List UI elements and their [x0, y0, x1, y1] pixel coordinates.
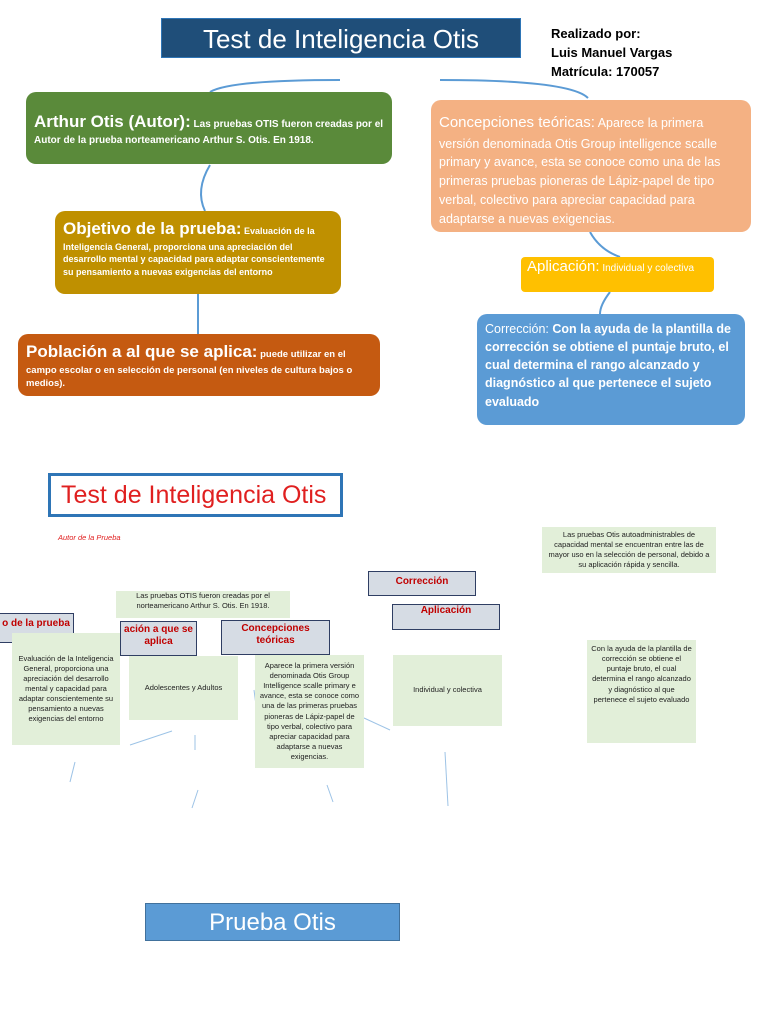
correccion-header: Corrección	[368, 571, 476, 596]
title-box: Test de Inteligencia Otis	[161, 18, 521, 58]
objetivo-head: Objetivo de la prueba:	[63, 219, 242, 238]
aplicacion-text-box: Individual y colectiva	[393, 655, 502, 726]
objetivo-box: Objetivo de la prueba: Evaluación de la …	[55, 211, 341, 294]
concepciones-text-box: Aparece la primera versión denominada Ot…	[255, 655, 364, 768]
objetivo-body: Evaluación de la Inteligencia General, p…	[63, 226, 325, 277]
autor-box: Arthur Otis (Autor): Las pruebas OTIS fu…	[26, 92, 392, 164]
concepciones-body: Aparece la primera versión denominada Ot…	[439, 116, 721, 226]
concepciones-box: Concepciones teóricas: Aparece la primer…	[431, 100, 751, 232]
aplicacion-body: Individual y colectiva	[599, 263, 695, 274]
autor-body: Las pruebas OTIS fueron creadas por el A…	[34, 119, 384, 146]
credits-name: Luis Manuel Vargas	[551, 45, 673, 60]
correccion-text-box: Con la ayuda de la plantilla de correcci…	[587, 640, 696, 743]
concepciones-head: Concepciones teóricas:	[439, 114, 595, 131]
poblacion-text-box: Adolescentes y Adultos	[129, 656, 238, 720]
poblacion-header: ación a que se aplica	[120, 621, 197, 656]
credits-label: Realizado por:	[551, 26, 641, 41]
autor-text-box: Las pruebas OTIS fueron creadas por el n…	[116, 591, 290, 618]
footer-box: Prueba Otis	[145, 903, 400, 941]
aplicacion-header: Aplicación	[392, 604, 500, 630]
autor-head: Arthur Otis (Autor):	[34, 112, 191, 131]
author-credits: Realizado por: Luis Manuel Vargas Matríc…	[551, 24, 672, 81]
objetivo-text-box: Evaluación de la Inteligencia General, p…	[12, 633, 120, 745]
credits-id: Matrícula: 170057	[551, 64, 660, 79]
bottom-title-box: Test de Inteligencia Otis	[48, 473, 343, 517]
concepciones-header: Concepciones teóricas	[221, 620, 330, 655]
poblacion-head: Población a al que se aplica:	[26, 342, 258, 361]
aplicacion-box: Aplicación: Individual y colectiva	[521, 257, 714, 292]
correccion-box: Corrección: Con la ayuda de la plantilla…	[477, 314, 745, 425]
aplicacion-head: Aplicación:	[527, 258, 600, 275]
correccion-body: Con la ayuda de la plantilla de correcci…	[485, 322, 731, 409]
otis-text-box: Las pruebas Otis autoadministrables de c…	[542, 527, 716, 573]
correccion-head: Corrección:	[485, 322, 549, 336]
poblacion-body: puede utilizar en el campo escolar o en …	[26, 349, 353, 390]
autor-label: Autor de la Prueba	[58, 533, 121, 542]
poblacion-box: Población a al que se aplica: puede util…	[18, 334, 380, 396]
